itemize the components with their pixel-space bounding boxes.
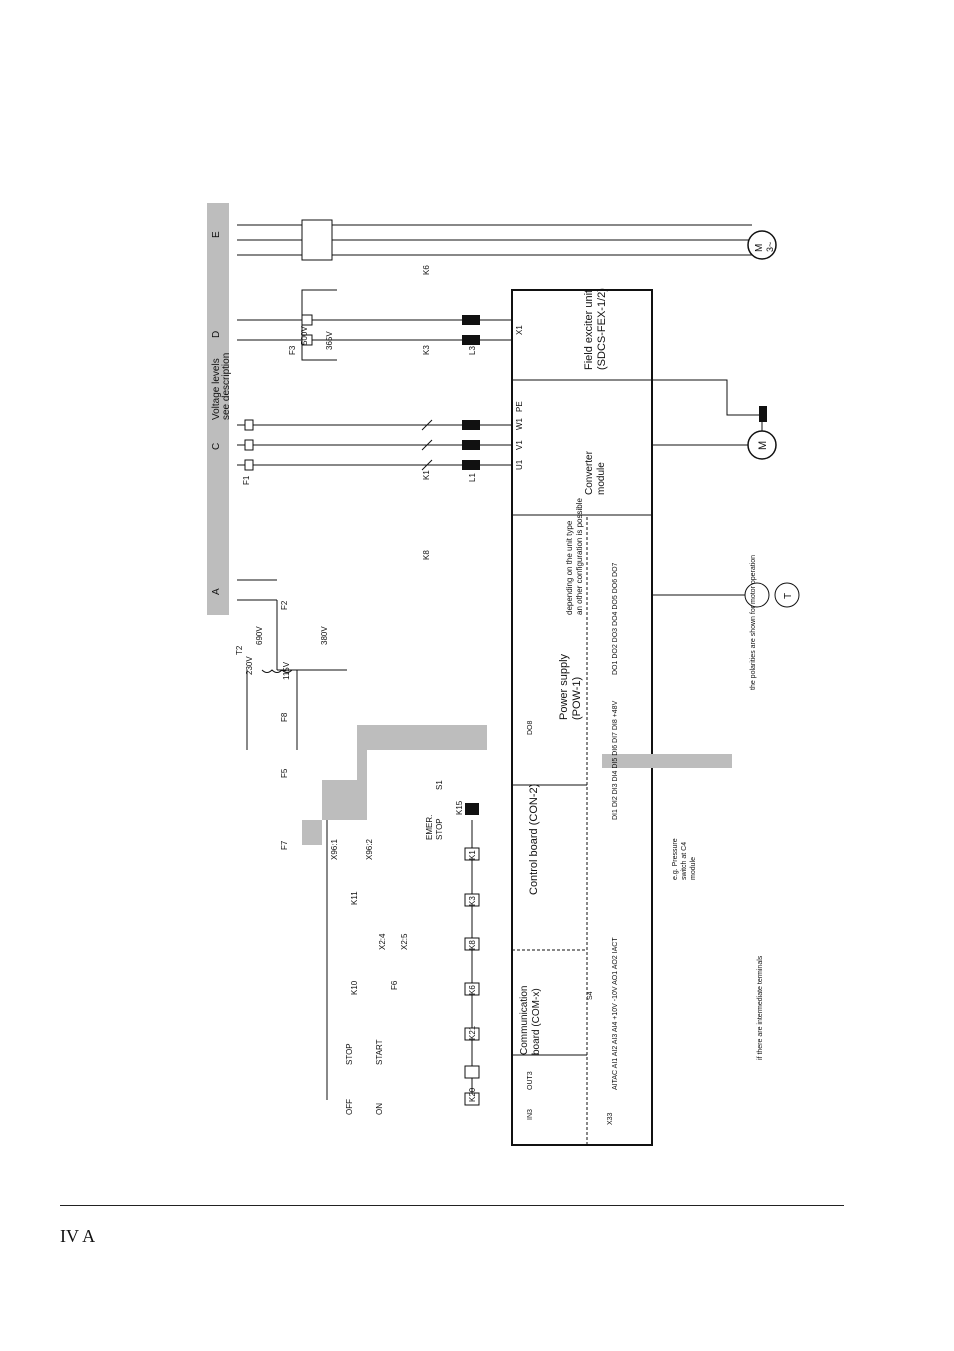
choke-l3: L3: [468, 346, 477, 355]
ai-row: AITAC AI1 AI2 AI3 AI4 +10V -10V AO1 AO2 …: [612, 937, 619, 1090]
contact-k10: K10: [350, 980, 359, 995]
pressure-3: module: [690, 857, 697, 880]
btn-off: OFF: [345, 1099, 354, 1115]
highlight-shade: [302, 725, 487, 845]
power-supply-label: Power supply: [558, 653, 570, 720]
config-note-2: an other configuration is possible: [575, 497, 584, 615]
voltage-levels-sub: see description: [221, 353, 232, 420]
coil-k3: K3: [468, 896, 477, 906]
contactor-k6: K6: [422, 265, 431, 275]
fuse-f8: F8: [280, 712, 289, 722]
pressure-1: e.g. Pressure: [672, 838, 679, 880]
comm-in3: IN3: [527, 1109, 534, 1120]
marker-d: D: [211, 331, 222, 338]
coil-k6: K6: [468, 985, 477, 995]
aux-tap-1: 500V: [300, 326, 309, 345]
btn-stop: STOP: [345, 1043, 354, 1065]
comm-out3: OUT3: [527, 1071, 534, 1090]
fan-supply: [237, 219, 777, 261]
tacho-label: T: [783, 593, 794, 599]
contact-k11: K11: [350, 891, 359, 905]
control-board-label: Control board (CON-2): [528, 784, 540, 895]
voltage-levels-label: Voltage levels: [211, 358, 222, 420]
contactor-k3: K3: [422, 345, 431, 355]
switch-s1: S1: [435, 780, 444, 790]
tap-690: 690V: [255, 626, 264, 645]
fuse-f1: F1: [242, 475, 251, 485]
term-x33: X33: [607, 1112, 614, 1125]
fuse-f3: F3: [288, 345, 297, 355]
dc-motor-m: M: [757, 441, 769, 450]
voltage-level-bar: [207, 203, 229, 615]
highlight-di4: [602, 754, 732, 768]
term-w1: W1: [515, 417, 524, 430]
term-x1: X1: [515, 325, 524, 335]
term-x25: X2:5: [400, 933, 409, 950]
di-row: DI1 DI2 DI3 DI4 DI5 DI6 DI7 DI8 +48V: [612, 700, 619, 820]
fuse-f2: F2: [280, 600, 289, 610]
aux-tap-2: 365V: [325, 331, 334, 350]
transformer-115v: 115V: [282, 661, 291, 680]
tap-380: 380V: [320, 626, 329, 645]
polarity-note: the polarities are shown for motor opera…: [750, 555, 757, 690]
marker-e: E: [211, 231, 222, 238]
field-exciter-model: (SDCS-FEX-1/2): [596, 288, 608, 370]
intermediate-note: if there are intermediate terminals: [757, 955, 764, 1060]
term-u1: U1: [515, 459, 524, 470]
converter-label: Converter: [584, 450, 595, 495]
control-circuit: [326, 803, 480, 1106]
pressure-2: switch at C4: [681, 842, 688, 880]
marker-c: C: [211, 443, 222, 450]
term-x96-1: X96:1: [330, 839, 339, 860]
converter-box: [511, 289, 653, 1146]
coil-k1: K1: [468, 850, 477, 860]
btn-on: ON: [375, 1103, 384, 1115]
field-supply: [237, 289, 512, 361]
contactor-k8: K8: [422, 550, 431, 560]
comm-board-sub: board (COM-x): [531, 988, 542, 1055]
converter-sub: module: [596, 462, 607, 495]
term-x96-2: X96:2: [365, 839, 374, 860]
fan-motor-3: 3~: [765, 242, 775, 252]
coil-k15: K15: [455, 800, 464, 815]
fuse-f7: F7: [280, 840, 289, 850]
comm-board-label: Communication: [519, 986, 530, 1055]
coil-k8: K8: [468, 940, 477, 950]
footer-rule: [60, 1205, 844, 1206]
coil-k21: K21: [468, 1025, 477, 1040]
coil-k20: K20: [468, 1087, 477, 1102]
dc-motor: [652, 379, 800, 608]
switch-s4: S4: [587, 991, 594, 1000]
transformer-t2: T2: [235, 645, 244, 655]
config-note-1: depending on the unit type: [565, 520, 574, 615]
choke-l1: L1: [468, 473, 477, 482]
field-exciter-label: Field exciter unit: [583, 290, 595, 370]
emer-stop-2: STOP: [435, 818, 444, 840]
fan-motor-m: M: [754, 244, 765, 252]
page-label: IV A: [60, 1226, 96, 1246]
transformer-230v: 230V: [245, 656, 254, 675]
power-supply-model: (POW-1): [571, 677, 583, 720]
contactor-k1: K1: [422, 470, 431, 480]
do8-box: DO8: [527, 721, 534, 736]
term-x24: X2:4: [378, 933, 387, 950]
term-v1: V1: [515, 440, 524, 450]
do-row: DO1 DO2 DO3 DO4 DO5 DO6 DO7: [612, 562, 619, 675]
btn-start: START: [375, 1039, 384, 1065]
fuse-f6: F6: [390, 980, 399, 990]
marker-a: A: [211, 588, 222, 595]
fuse-f5: F5: [280, 768, 289, 778]
aux-transformer: [237, 579, 347, 750]
term-pe: PE: [515, 401, 524, 412]
armature-supply: [237, 419, 512, 471]
emer-stop-1: EMER.: [425, 815, 434, 840]
